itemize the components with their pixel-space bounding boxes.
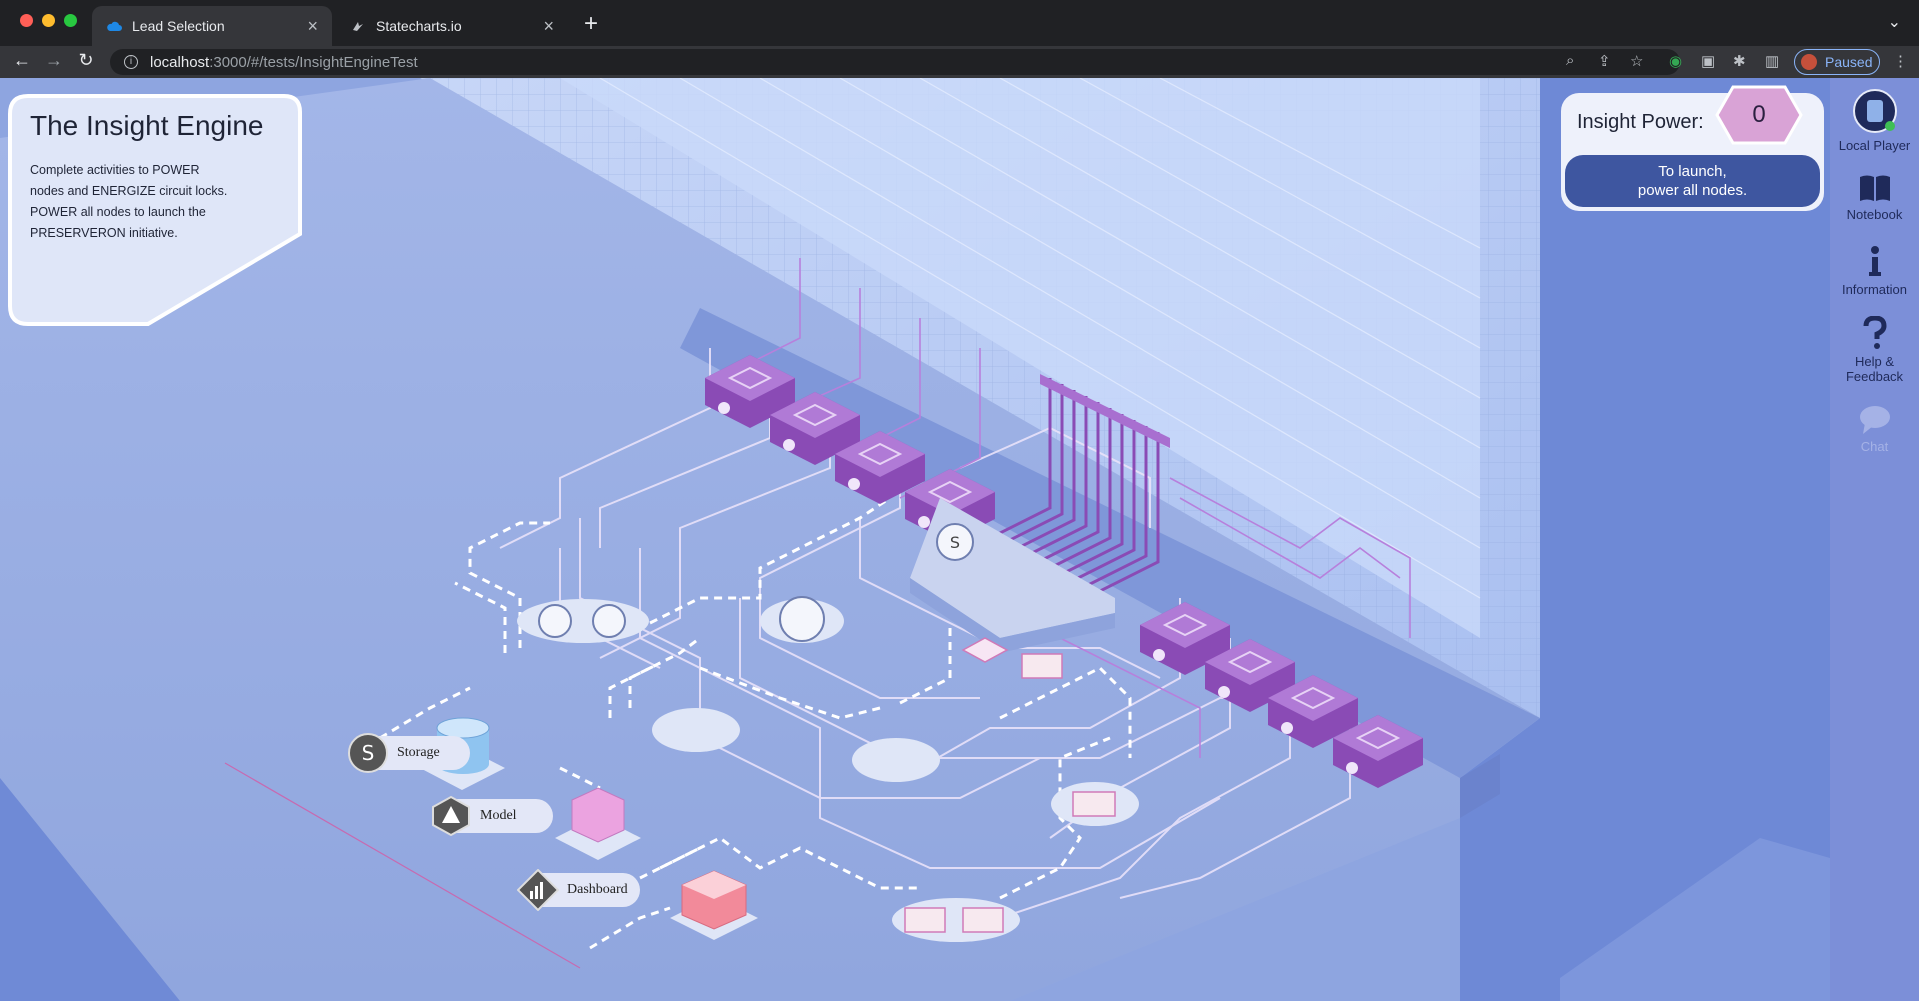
tab-lead-selection[interactable]: Lead Selection × xyxy=(92,6,332,46)
zoom-icon[interactable]: ⌕ xyxy=(1566,52,1575,69)
sidebar-item-help[interactable]: Help & Feedback xyxy=(1830,316,1919,384)
sidebar-label: Chat xyxy=(1860,439,1889,454)
bookmark-star-icon[interactable]: ☆ xyxy=(1630,53,1644,70)
power-node[interactable] xyxy=(1140,602,1230,675)
power-node[interactable] xyxy=(1333,715,1423,788)
right-sidebar: Local Player Notebook Information Help &… xyxy=(1830,78,1919,1001)
power-node[interactable] xyxy=(835,431,925,504)
hexagon-badge-icon xyxy=(1715,85,1803,145)
power-node[interactable] xyxy=(705,355,795,428)
power-node[interactable] xyxy=(770,392,860,465)
extensions-puzzle-icon[interactable]: ✱ xyxy=(1733,53,1746,70)
legend-dashboard[interactable]: Dashboard xyxy=(517,869,640,911)
insight-power-count: 0 xyxy=(1752,101,1766,128)
player-avatar-icon xyxy=(1852,89,1897,133)
avatar xyxy=(1801,54,1817,70)
profile-button[interactable]: Paused xyxy=(1794,49,1880,75)
site-info-icon[interactable]: i xyxy=(124,55,138,69)
sidebar-label: Information xyxy=(1841,282,1908,297)
power-node[interactable] xyxy=(1205,639,1295,712)
central-hub[interactable]: S xyxy=(910,498,1115,679)
intro-panel-shape xyxy=(8,94,302,326)
close-tab-icon[interactable]: × xyxy=(307,15,318,36)
insight-power-panel: Insight Power: 0 To launch, power all no… xyxy=(1561,85,1824,211)
new-tab-button[interactable]: + xyxy=(584,10,599,37)
tab-statecharts[interactable]: Statecharts.io × xyxy=(336,6,568,46)
storage-icon: S xyxy=(348,733,388,773)
close-tab-icon[interactable]: × xyxy=(543,15,554,36)
cloud-icon xyxy=(107,21,122,31)
launch-line: power all nodes. xyxy=(1637,182,1748,199)
share-icon[interactable]: ⇪ xyxy=(1598,53,1611,70)
sidebar-item-notebook[interactable]: Notebook xyxy=(1830,173,1919,222)
url-host: localhost xyxy=(150,53,210,71)
notebook-icon xyxy=(1859,175,1890,201)
legend-label: Model xyxy=(480,808,517,823)
intro-panel: The Insight Engine Complete activities t… xyxy=(8,94,302,326)
help-icon xyxy=(1863,316,1887,349)
extension-green-icon[interactable]: ◉ xyxy=(1669,53,1683,70)
intro-line: POWER all nodes to launch the xyxy=(30,205,206,219)
page-title: The Insight Engine xyxy=(30,110,264,141)
profile-status: Paused xyxy=(1825,54,1873,70)
statecharts-icon xyxy=(353,22,363,31)
sidebar-item-chat[interactable]: Chat xyxy=(1830,405,1919,454)
sidebar-label: Notebook xyxy=(1846,207,1903,222)
url-path: :3000/#/tests/InsightEngineTest xyxy=(209,53,418,71)
insight-power-value: 0 xyxy=(1715,85,1803,145)
legend-label: Storage xyxy=(397,745,440,760)
side-panel-icon[interactable]: ▥ xyxy=(1765,53,1780,70)
tab-title: Statecharts.io xyxy=(376,18,462,34)
extension-grey-icon[interactable]: ▣ xyxy=(1701,53,1716,70)
information-icon xyxy=(1868,246,1881,276)
insight-engine-game[interactable]: S The Insight Engine xyxy=(0,78,1919,1001)
sidebar-item-player[interactable]: Local Player xyxy=(1830,88,1919,153)
minimize-window-button[interactable] xyxy=(42,14,55,27)
intro-description: Complete activities to POWER nodes and E… xyxy=(30,160,230,244)
intro-line: nodes and ENERGIZE circuit locks. xyxy=(30,184,228,198)
launch-button[interactable]: To launch, power all nodes. xyxy=(1565,155,1820,207)
browser-toolbar: ← → ↻ i localhost:3000/#/tests/InsightEn… xyxy=(0,46,1919,78)
window-controls xyxy=(20,14,77,27)
close-window-button[interactable] xyxy=(20,14,33,27)
tab-search-icon[interactable]: ⌄ xyxy=(1887,14,1901,31)
svg-text:S: S xyxy=(950,533,960,552)
intro-line: PRESERVERON initiative. xyxy=(30,226,178,240)
sidebar-label: Help & xyxy=(1854,354,1895,369)
legend-label: Dashboard xyxy=(567,882,628,897)
power-node[interactable] xyxy=(1268,675,1358,748)
legend-storage[interactable]: S Storage xyxy=(348,733,470,773)
back-button[interactable]: ← xyxy=(13,50,31,70)
forward-button[interactable]: → xyxy=(45,50,63,70)
intro-line: Complete activities to POWER xyxy=(30,163,200,177)
sidebar-label: Feedback xyxy=(1845,369,1904,384)
sidebar-item-information[interactable]: Information xyxy=(1830,246,1919,297)
address-bar[interactable]: i localhost:3000/#/tests/InsightEngineTe… xyxy=(110,49,1680,75)
maximize-window-button[interactable] xyxy=(64,14,77,27)
legend-model[interactable]: Model xyxy=(432,795,553,837)
browser-tab-bar: Lead Selection × Statecharts.io × + ⌄ xyxy=(0,0,1919,46)
circuit-board-scene[interactable]: S xyxy=(0,78,1919,1001)
svg-text:S: S xyxy=(362,741,375,765)
browser-menu-icon[interactable]: ⋮ xyxy=(1893,53,1908,70)
reload-button[interactable]: ↻ xyxy=(78,50,94,70)
model-icon xyxy=(432,795,470,837)
sidebar-label: Local Player xyxy=(1838,138,1911,153)
launch-line: To launch, xyxy=(1658,163,1727,180)
insight-power-label: Insight Power: xyxy=(1577,111,1704,133)
chat-icon xyxy=(1859,406,1890,434)
tab-title: Lead Selection xyxy=(132,18,225,34)
dashboard-icon xyxy=(517,869,559,911)
